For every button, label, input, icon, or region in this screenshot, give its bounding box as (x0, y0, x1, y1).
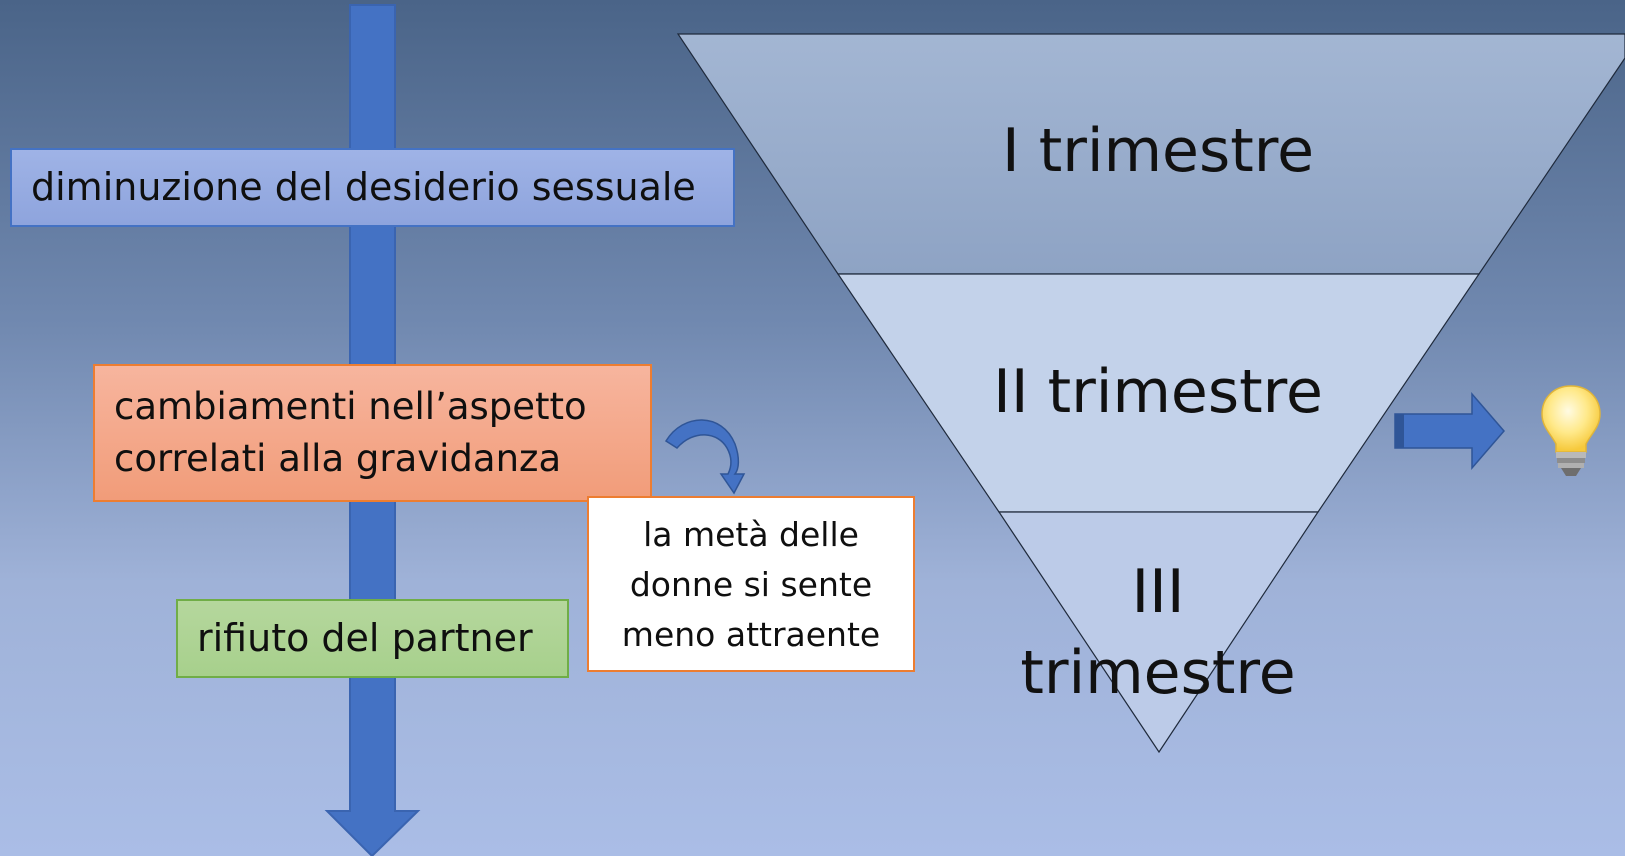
flow-box-partner-rejection: rifiuto del partner (176, 599, 569, 678)
callout-line2: donne si sente (629, 565, 873, 604)
tier-2-label: II trimestre (993, 357, 1323, 427)
callout-line3: meno attraente (621, 615, 881, 654)
flow-box-appearance-line2: correlati alla gravidanza (114, 437, 562, 480)
light-bulb-icon (1541, 385, 1601, 476)
flow-box-appearance-line1: cambiamenti nell’aspetto (114, 385, 587, 428)
flow-box-desire-decrease-label: diminuzione del desiderio sessuale (31, 165, 696, 209)
funnel-tier-1 (676, 33, 1625, 275)
funnel-tier-3 (997, 511, 1320, 754)
tier-3-label-line2: trimestre (1020, 638, 1296, 708)
tier-3-label-line1: III (1131, 557, 1185, 627)
callout-box: la metà delle donne si sente meno attrae… (587, 496, 915, 672)
callout-line1: la metà delle (643, 515, 859, 554)
flow-box-appearance-changes: cambiamenti nell’aspetto correlati alla … (93, 364, 652, 502)
tier-1-label: I trimestre (1001, 116, 1315, 186)
flow-box-desire-decrease: diminuzione del desiderio sessuale (10, 148, 735, 227)
flow-box-partner-rejection-label: rifiuto del partner (197, 616, 533, 660)
